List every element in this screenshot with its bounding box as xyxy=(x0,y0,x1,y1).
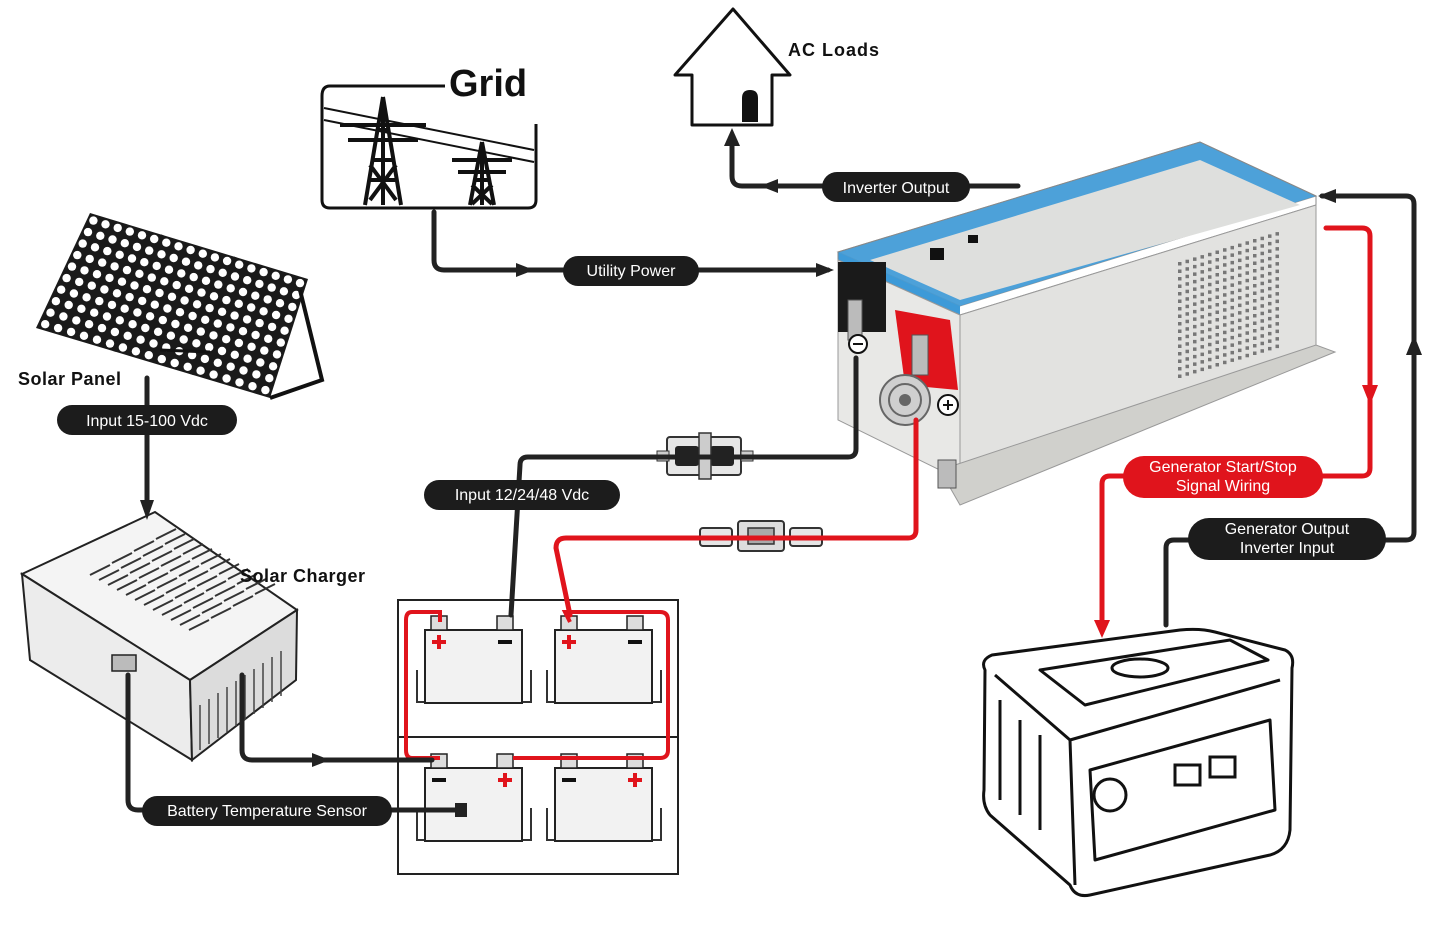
grid-label: Grid xyxy=(449,63,527,105)
gen-signal-pill: Generator Start/Stop Signal Wiring xyxy=(1123,456,1323,498)
battery-temp-pill: Battery Temperature Sensor xyxy=(142,796,392,826)
generator-icon xyxy=(982,627,1295,897)
solar-panel-label: Solar Panel xyxy=(18,369,122,389)
charger-battery-wire xyxy=(239,672,435,763)
gen-output-wire xyxy=(1163,193,1417,628)
svg-text:Inverter Input: Inverter Input xyxy=(1240,540,1335,557)
pv-input-pill: Input 15-100 Vdc xyxy=(57,405,237,435)
svg-text:Inverter Output: Inverter Output xyxy=(843,180,950,197)
power-tower-icon xyxy=(320,84,538,210)
battery-input-pill: Input 12/24/48 Vdc xyxy=(424,480,620,510)
gen-output-pill: Generator Output Inverter Input xyxy=(1188,518,1386,560)
inverter-output-wire xyxy=(729,139,1021,189)
battery-negative-wire xyxy=(508,355,859,618)
svg-text:Signal Wiring: Signal Wiring xyxy=(1176,478,1270,495)
ac-loads-label: AC Loads xyxy=(788,40,880,60)
svg-text:Input 12/24/48 Vdc: Input 12/24/48 Vdc xyxy=(455,487,589,504)
temp-sensor-wire xyxy=(125,672,463,813)
inverter-icon xyxy=(836,141,1337,506)
svg-text:Generator Output: Generator Output xyxy=(1225,521,1350,538)
svg-text:Generator Start/Stop: Generator Start/Stop xyxy=(1149,459,1297,476)
inverter-output-pill: Inverter Output xyxy=(822,172,970,202)
solar-charger-icon xyxy=(19,510,299,762)
solar-charger-label: Solar Charger xyxy=(240,566,366,586)
utility-power-pill: Utility Power xyxy=(563,256,699,286)
svg-text:Battery Temperature Sensor: Battery Temperature Sensor xyxy=(167,803,367,820)
utility-power-wire xyxy=(431,209,831,273)
battery-icon xyxy=(397,599,679,875)
battery-positive-wire xyxy=(553,417,919,618)
house-icon xyxy=(673,7,792,127)
gen-signal-wire-down xyxy=(1323,225,1373,398)
svg-text:Input 15-100 Vdc: Input 15-100 Vdc xyxy=(86,413,208,430)
svg-text:Utility Power: Utility Power xyxy=(587,263,677,280)
gen-signal-wire xyxy=(1099,397,1373,633)
solar-panel-icon xyxy=(36,213,325,400)
